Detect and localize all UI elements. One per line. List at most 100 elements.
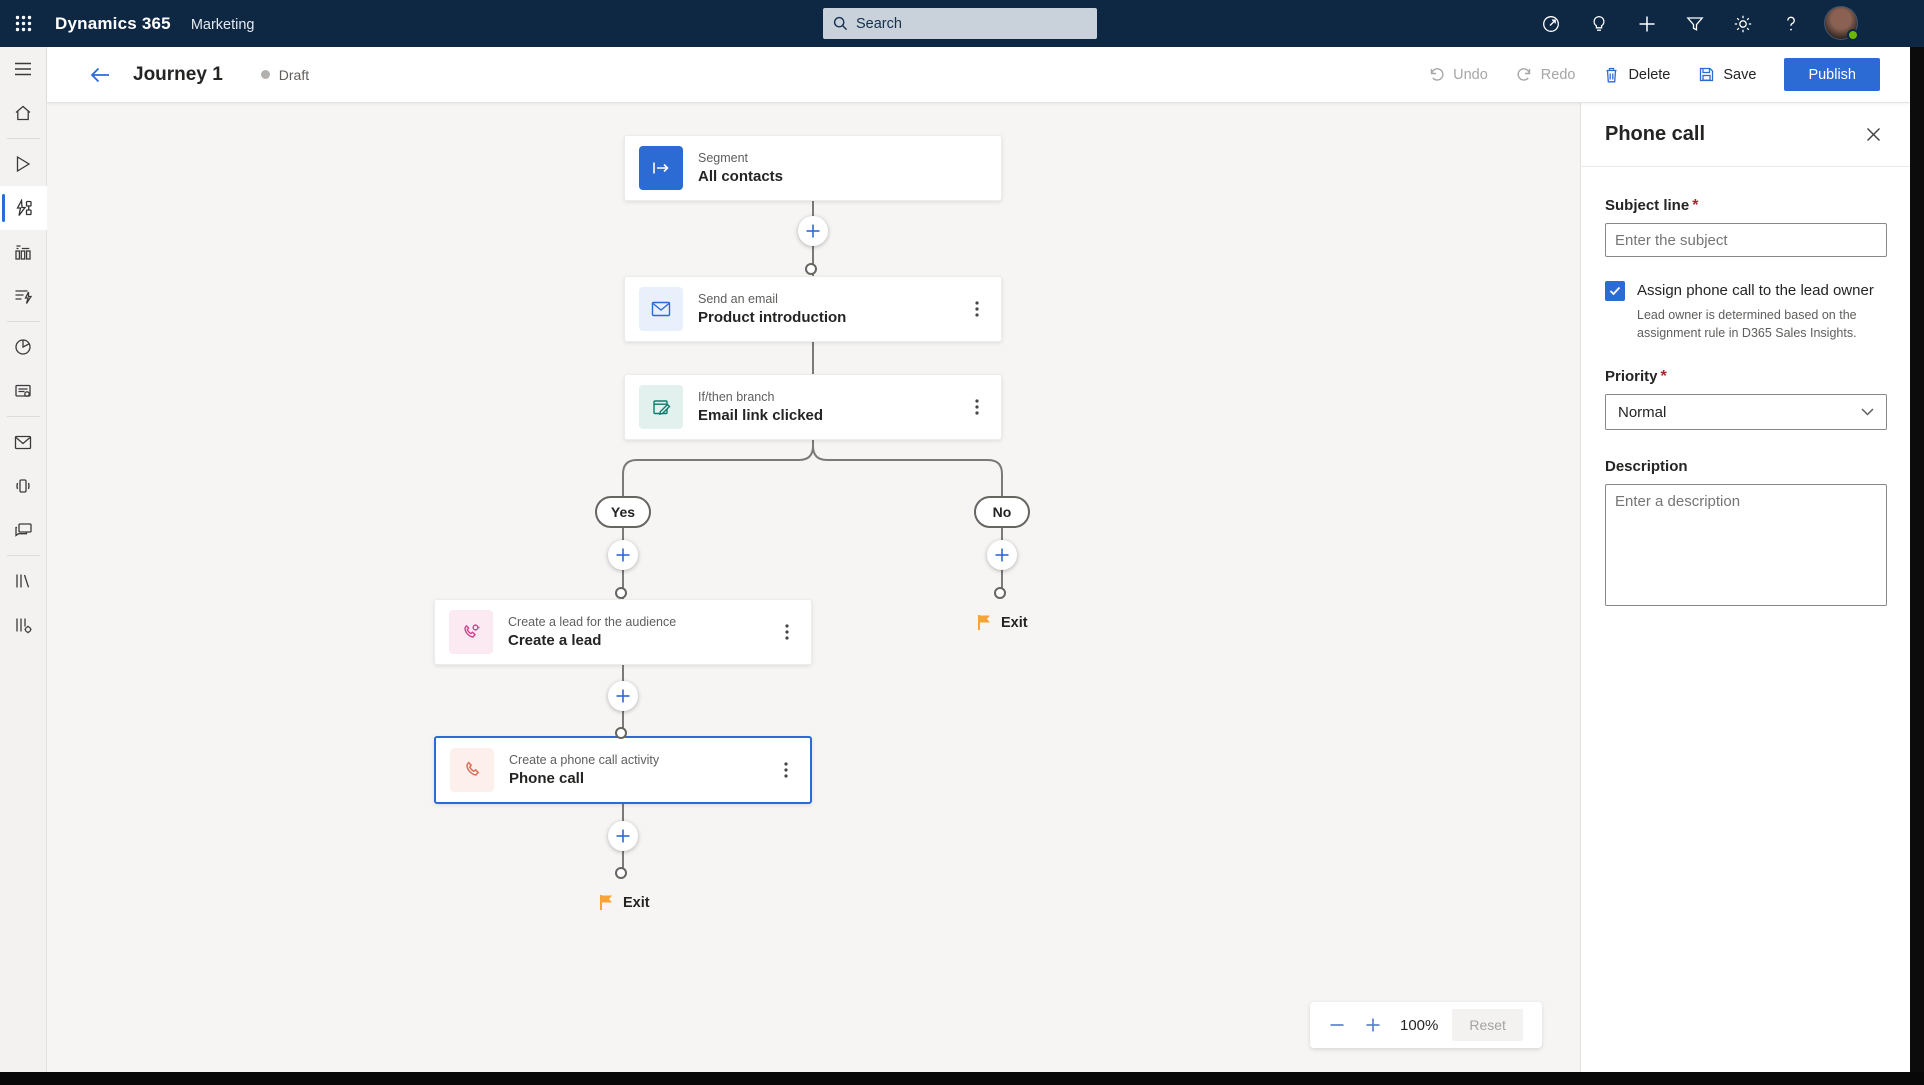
sidebar-item-home[interactable] [0,91,47,135]
settings-button[interactable] [1726,7,1760,41]
sidebar-divider [6,555,40,556]
no-label: No [992,504,1012,520]
waffle-icon [15,15,32,32]
redo-button[interactable]: Redo [1516,66,1575,83]
segment-node[interactable]: Segment All contacts [624,135,1002,201]
undo-button[interactable]: Undo [1428,66,1488,83]
filter-button[interactable] [1678,7,1712,41]
node-type-label: Segment [698,151,749,165]
sidebar-item-channels[interactable] [0,230,47,274]
sidebar-item-analytics[interactable] [0,325,47,369]
sidebar-item-content[interactable] [0,369,47,413]
connector-dot [805,263,817,275]
sidebar-item-settings-library[interactable] [0,603,47,647]
zoom-in-button[interactable] [1360,1012,1386,1038]
branch-yes-pill[interactable]: Yes [595,496,651,528]
user-avatar[interactable] [1824,6,1859,41]
kebab-icon [785,624,789,640]
subject-input[interactable] [1605,223,1887,257]
create-lead-node[interactable]: Create a lead for the audience Create a … [434,599,812,665]
add-step-button[interactable] [798,216,828,246]
yes-label: Yes [610,504,636,520]
screen-edge-right [1910,47,1924,1085]
priority-field-group: Priority* Normal [1605,368,1887,431]
redo-icon [1517,68,1530,81]
add-step-button[interactable] [987,540,1017,570]
area-title[interactable]: Marketing [190,16,255,33]
back-button[interactable] [89,66,111,84]
connector-dot [615,727,627,739]
zoom-out-button[interactable] [1324,1012,1350,1038]
app-launcher-button[interactable] [0,0,47,47]
node-more-options-button[interactable] [965,292,989,326]
app-title[interactable]: Dynamics 365 [55,13,171,33]
lightbulb-icon [1593,15,1605,31]
zoom-reset-button[interactable]: Reset [1452,1009,1523,1041]
journeys-icon [15,199,32,216]
lines-lightning-icon [15,290,32,304]
add-new-button[interactable] [1630,7,1664,41]
global-search-input[interactable]: Search [823,8,1097,39]
node-more-options-button[interactable] [774,753,798,787]
exit-flag-icon [978,615,990,630]
quick-launch-button[interactable] [1534,7,1568,41]
checkbox-label: Assign phone call to the lead owner [1637,282,1874,299]
journey-status: Draft [260,67,309,83]
exit-node[interactable]: Exit [977,614,1028,631]
arrow-left-icon [90,67,109,82]
node-type-label: Create a lead for the audience [508,615,677,629]
search-placeholder-text: Search [856,15,902,32]
sidebar-item-get-started[interactable] [0,142,47,186]
exit-label: Exit [1001,614,1028,631]
close-panel-button[interactable] [1858,120,1888,150]
command-bar-actions: Undo Redo Delete Save Publish [1428,58,1880,91]
add-step-button[interactable] [608,681,638,711]
node-more-options-button[interactable] [775,615,799,649]
sidebar-item-triggers[interactable] [0,274,47,318]
sidebar-item-journeys[interactable] [0,186,47,230]
phone-call-node[interactable]: Create a phone call activity Phone call [434,736,812,804]
chat-bubbles-icon [14,522,32,537]
checkbox-help-text: Lead owner is determined based on the as… [1637,308,1857,341]
presence-available-dot [1847,29,1859,41]
delete-button[interactable]: Delete [1603,66,1670,84]
sidebar-item-email[interactable] [0,420,47,464]
if-then-branch-node[interactable]: If/then branch Email link clicked [624,374,1002,440]
node-type-label: Create a phone call activity [509,753,660,767]
priority-select[interactable]: Normal [1605,394,1887,431]
sidebar-item-chat[interactable] [0,508,47,552]
email-node[interactable]: Send an email Product introduction [624,276,1002,342]
library-gear-icon [15,618,31,634]
sidebar-divider [6,416,40,417]
trash-icon [1606,67,1617,82]
node-more-options-button[interactable] [965,390,989,424]
add-step-button[interactable] [608,821,638,851]
library-icon [16,574,30,588]
phone-call-icon [466,761,480,776]
sidebar-item-push-notifications[interactable] [0,464,47,508]
node-title: Create a lead [508,632,602,649]
canvas-zoom-control: 100% Reset [1310,1002,1542,1048]
help-button[interactable] [1774,7,1808,41]
branch-no-pill[interactable]: No [974,496,1030,528]
required-marker: * [1660,368,1667,386]
coach-tips-button[interactable] [1582,7,1616,41]
publish-button[interactable]: Publish [1784,58,1880,91]
lead-icon [464,624,480,638]
kebab-icon [784,762,788,778]
journey-designer-canvas[interactable]: Segment All contacts Send an email Produ… [47,103,1580,1072]
add-step-button[interactable] [608,540,638,570]
description-textarea[interactable] [1605,484,1887,607]
command-bar: Journey 1 Draft Undo Redo [47,47,1910,103]
brand-area: Dynamics 365 Marketing [55,14,254,34]
exit-node[interactable]: Exit [599,894,650,911]
save-button[interactable]: Save [1698,66,1756,83]
sidebar-menu-toggle[interactable] [0,47,47,91]
subject-field-group: Subject line* [1605,197,1887,257]
checkbox-checked[interactable] [1605,281,1625,301]
envelope-icon [14,435,32,449]
assign-lead-owner-checkbox-row[interactable]: Assign phone call to the lead owner [1605,281,1886,301]
sidebar-item-library[interactable] [0,559,47,603]
segment-icon [653,162,669,174]
